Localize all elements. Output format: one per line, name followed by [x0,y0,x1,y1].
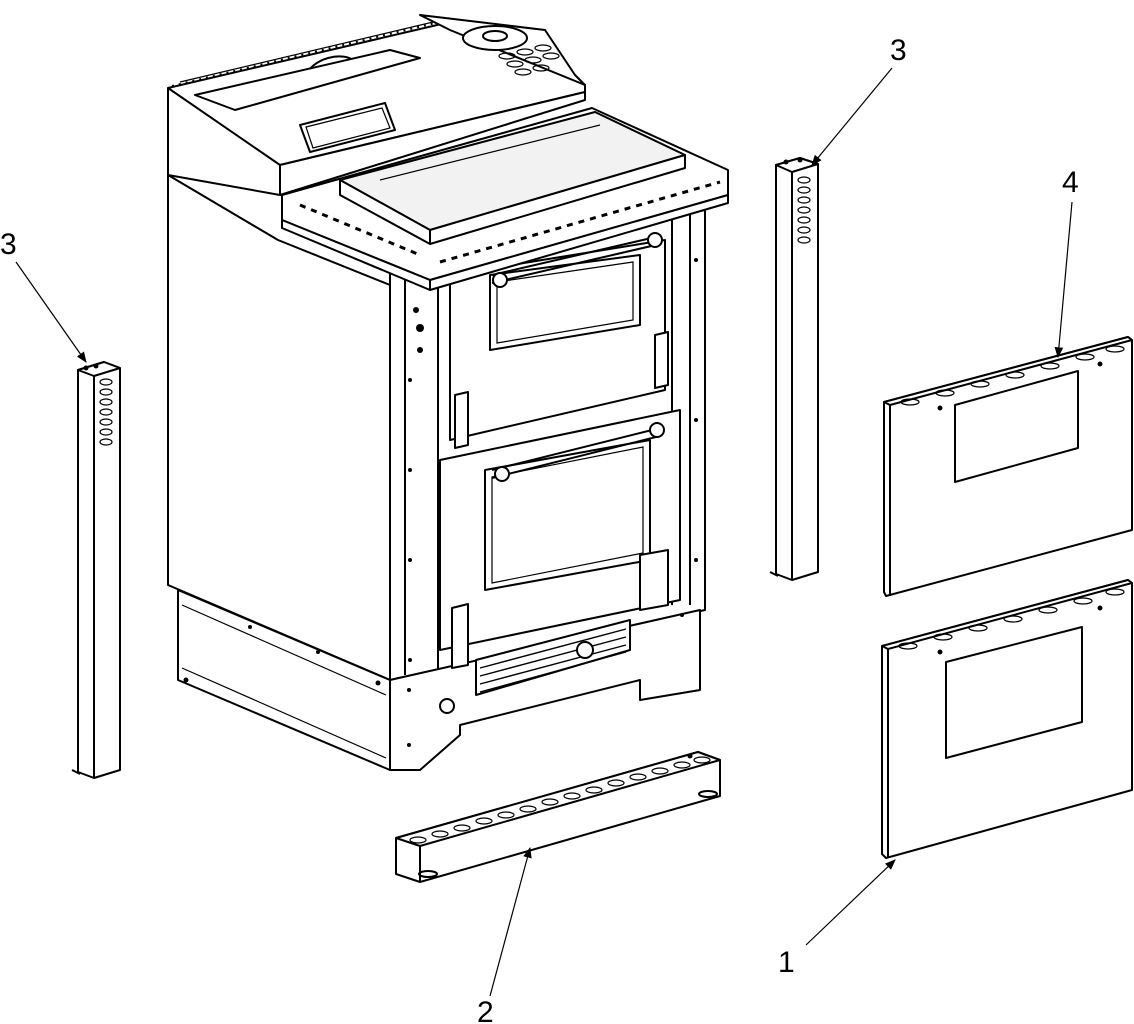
leader-lines [15,67,1073,997]
right-side-post [769,157,819,581]
upper-oven-cavity [449,232,669,449]
range-body [167,14,729,771]
callout-3-left: 3 [0,228,17,261]
vent-grille [475,619,631,696]
callout-1: 1 [778,946,795,979]
upper-door-panel [883,336,1133,597]
lower-oven-cavity [439,409,681,669]
left-side-post [71,361,121,779]
bottom-kick-rail [395,751,721,883]
lower-door-panel [881,579,1133,859]
callout-3-right: 3 [890,34,907,67]
callout-4: 4 [1062,166,1079,199]
callout-2: 2 [477,996,494,1024]
